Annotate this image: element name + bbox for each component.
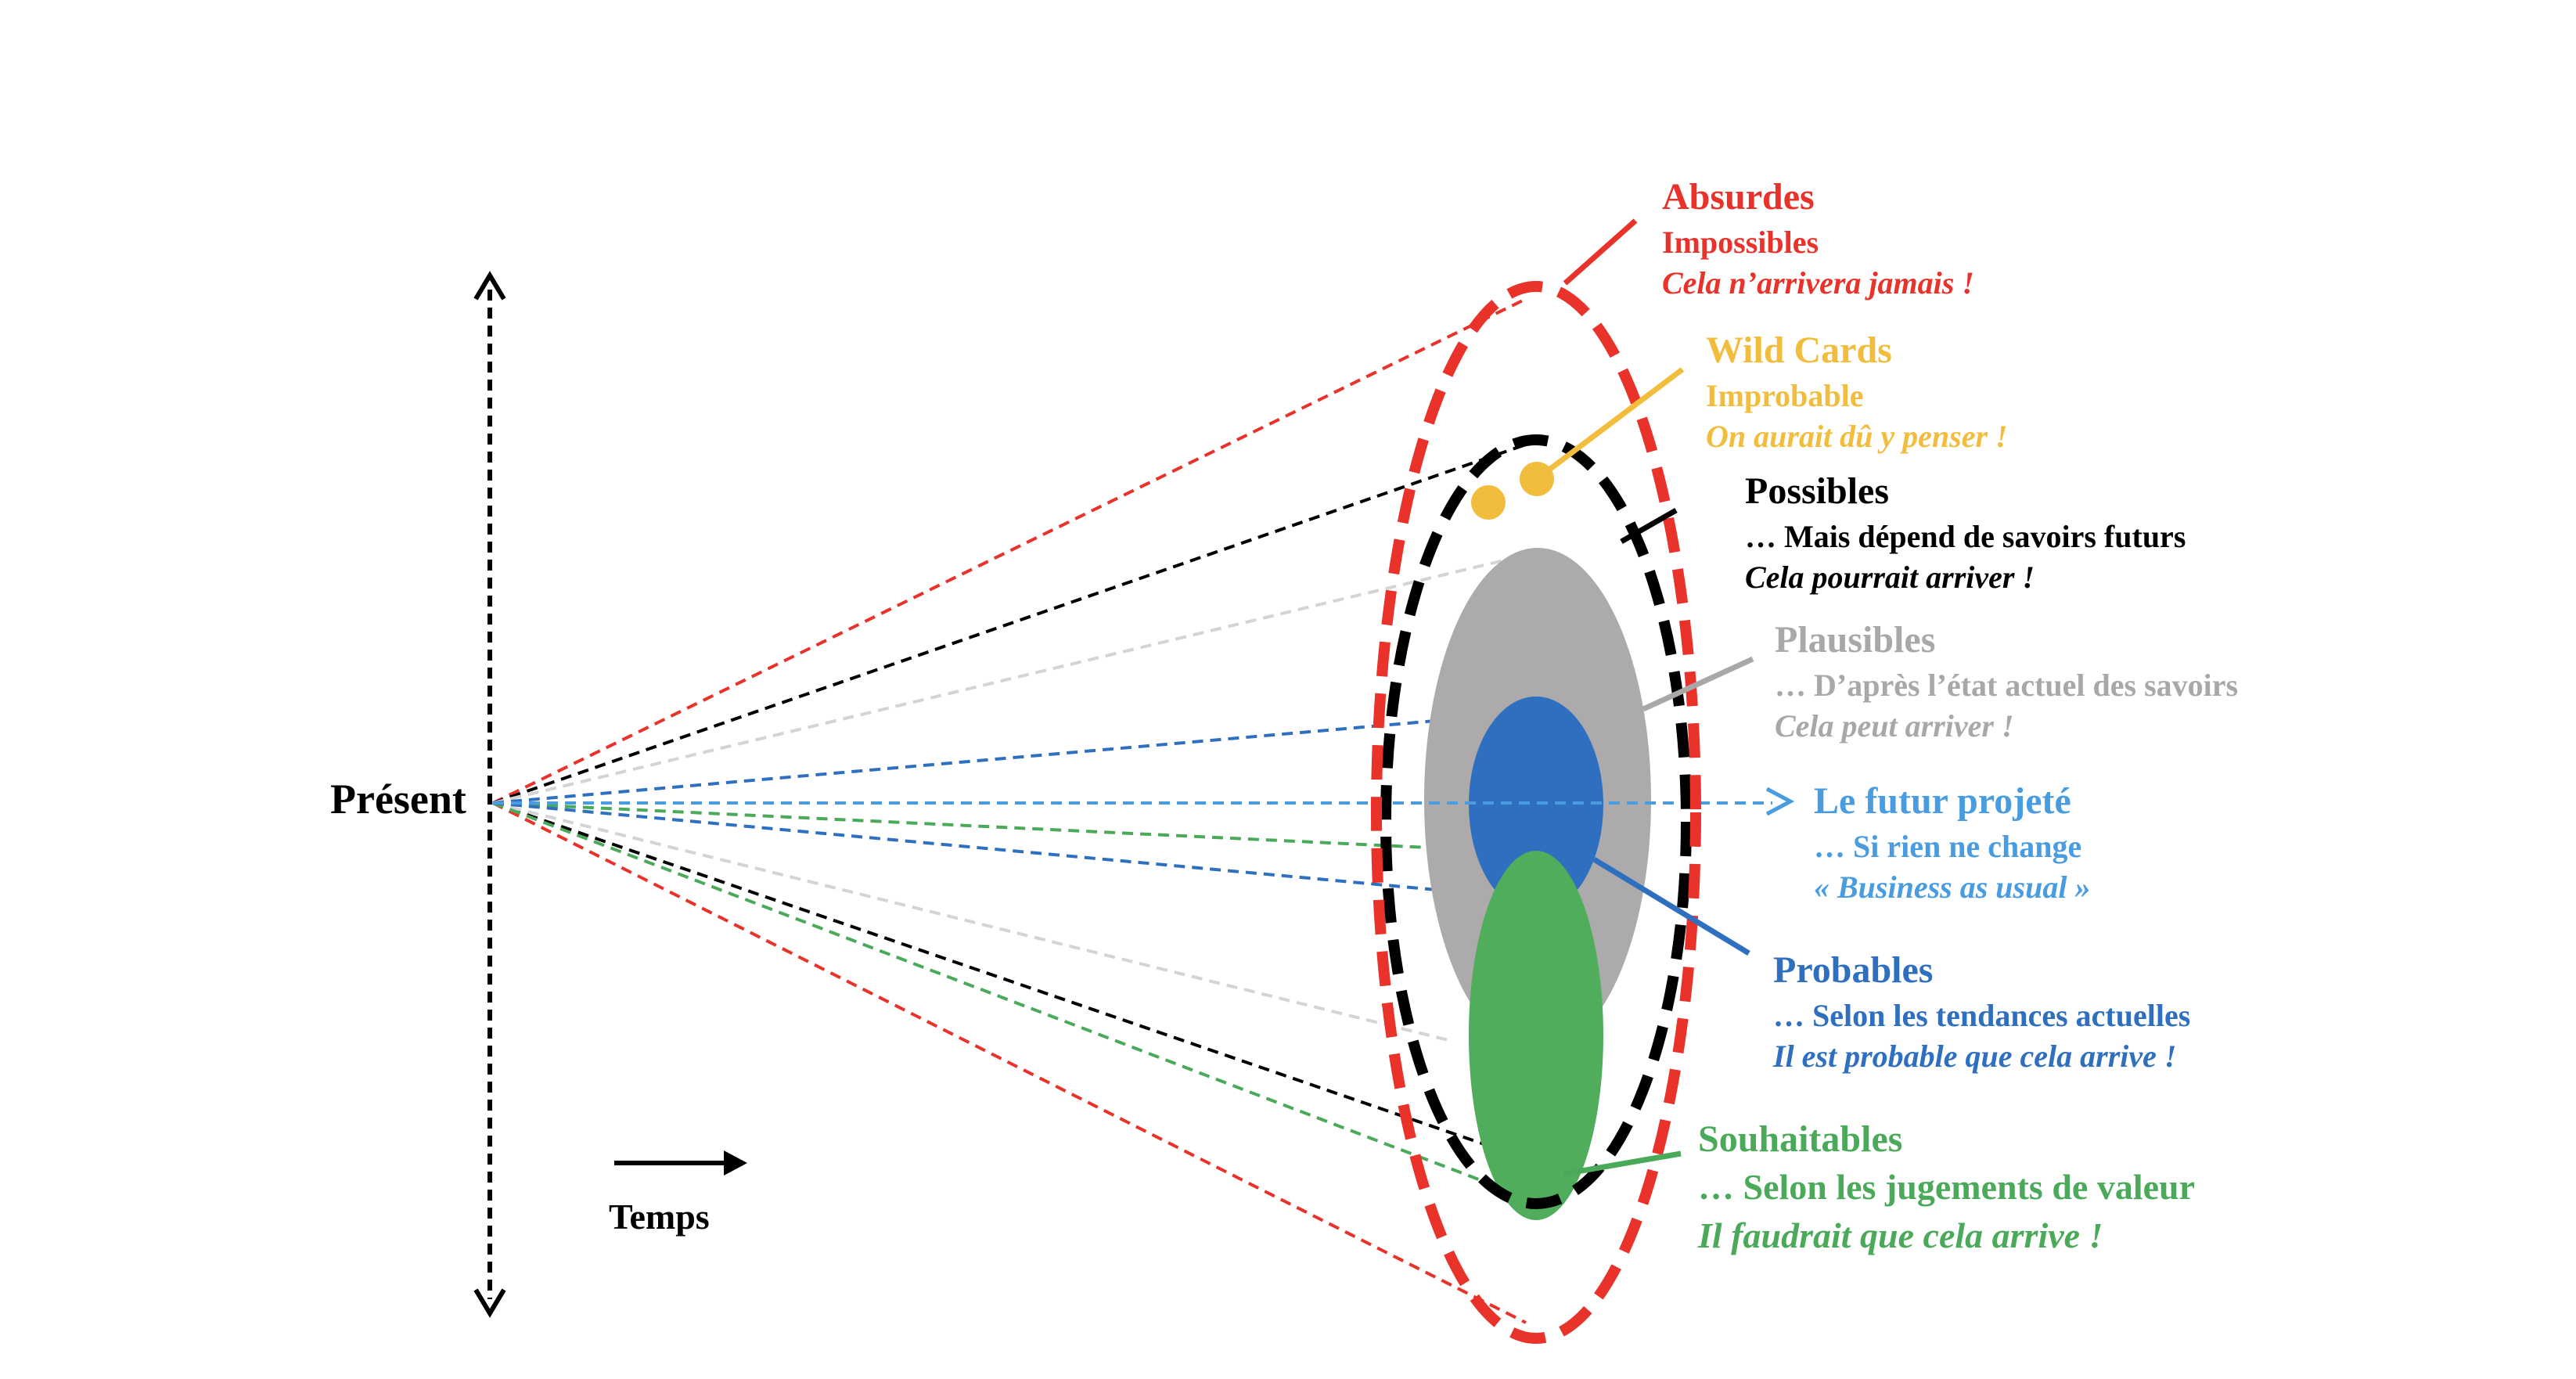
cone-line-possibles-bottom — [492, 801, 1503, 1152]
possibles-ellipse — [1380, 434, 1692, 1209]
projected-future-arrow — [493, 787, 1795, 816]
projete-line3: « Business as usual » — [1814, 870, 2091, 905]
absurdes-line2: Impossibles — [1662, 225, 1819, 260]
souhaitables-title: Souhaitables — [1698, 1118, 1903, 1160]
absurdes-title: Absurdes — [1662, 176, 1815, 218]
leader-absurdes — [1563, 218, 1638, 286]
time-label: Temps — [609, 1197, 710, 1237]
time-arrow — [614, 1150, 747, 1176]
cone-line-probables-top — [492, 711, 1534, 805]
present-label: Présent — [330, 776, 466, 823]
cone-line-absurdes-bottom — [492, 801, 1527, 1324]
cone-lines — [492, 297, 1534, 1324]
souhaitables-ellipse — [1469, 851, 1603, 1220]
possibles-line2: … Mais dépend de savoirs futurs — [1745, 519, 2186, 554]
leader-lines — [1534, 218, 1754, 1177]
cone-line-probables-bottom — [492, 801, 1480, 895]
projete-line2: … Si rien ne change — [1814, 829, 2082, 864]
wildcards-line3: On aurait dû y penser ! — [1706, 419, 2008, 454]
probables-ellipse — [1469, 697, 1603, 913]
wildcards-line2: Improbable — [1706, 378, 1864, 413]
cone-line-plausibles-top — [492, 553, 1531, 805]
probables-line3: Il est probable que cela arrive ! — [1773, 1039, 2177, 1074]
leader-possibles — [1620, 507, 1678, 545]
leader-plausibles — [1642, 656, 1754, 712]
probables-line2: … Selon les tendances actuelles — [1773, 998, 2191, 1033]
possibles-title: Possibles — [1745, 470, 1890, 512]
wildcard-dot-1 — [1471, 485, 1506, 520]
leader-wildcards — [1534, 367, 1685, 481]
leader-probables — [1592, 857, 1750, 956]
absurdes-ellipse — [1371, 281, 1701, 1344]
plausibles-line2: … D’après l’état actuel des savoirs — [1775, 668, 2239, 703]
possibles-line3: Cela pourrait arriver ! — [1745, 560, 2035, 595]
cone-line-souhaitables-bottom — [492, 801, 1527, 1199]
cone-line-absurdes-top — [492, 297, 1527, 805]
plausibles-line3: Cela peut arriver ! — [1775, 708, 2014, 744]
souhaitables-line2: … Selon les jugements de valeur — [1698, 1167, 2196, 1207]
plausibles-title: Plausibles — [1775, 619, 1936, 661]
leader-souhaitables — [1563, 1150, 1682, 1177]
probables-title: Probables — [1773, 949, 1934, 991]
absurdes-line3: Cela n’arrivera jamais ! — [1662, 265, 1974, 301]
cone-line-plausibles-bottom — [492, 801, 1452, 1042]
cone-line-souhaitables-top — [492, 801, 1511, 853]
projete-title: Le futur projeté — [1814, 780, 2071, 822]
souhaitables-line3: Il faudrait que cela arrive ! — [1698, 1215, 2103, 1255]
cone-line-possibles-top — [492, 443, 1527, 805]
wildcards-title: Wild Cards — [1706, 329, 1892, 371]
present-axis — [473, 271, 506, 1318]
